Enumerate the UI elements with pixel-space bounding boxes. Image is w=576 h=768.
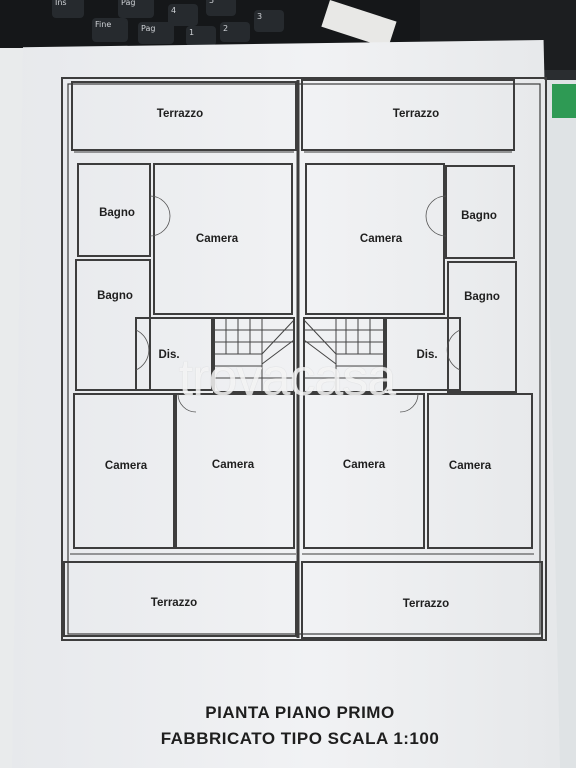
room-label-bath: Bagno <box>99 207 135 219</box>
room-label-terrace: Terrazzo <box>392 108 440 120</box>
watermark-logo: trovacasa <box>178 349 396 407</box>
keyboard-key: 1 <box>186 26 216 46</box>
room-label-terrace: Terrazzo <box>402 598 450 610</box>
keyboard-key: 2 <box>220 22 250 42</box>
green-folder <box>552 84 576 118</box>
room-label-bath: Bagno <box>464 291 500 303</box>
terrace-top-right-outline <box>301 79 515 151</box>
keyboard-key: Pag <box>138 22 174 44</box>
dis-right-outline <box>385 317 461 391</box>
bedroom-bottom-3-outline <box>303 393 425 549</box>
keyboard-key: 4 <box>168 4 198 26</box>
keyboard-key: 5 <box>206 0 236 16</box>
room-label-terrace: Terrazzo <box>150 597 198 609</box>
bath-4-outline <box>447 261 517 393</box>
room-label-bedroom: Camera <box>359 233 403 245</box>
stair-left-outline <box>213 317 295 393</box>
room-label-bedroom: Camera <box>342 459 386 471</box>
room-label-dis: Dis. <box>158 349 180 361</box>
terrace-bottom-left-outline <box>63 561 297 637</box>
keyboard-key: Pag <box>118 0 154 18</box>
bath-3-outline <box>445 165 515 259</box>
room-label-bath: Bagno <box>97 290 133 302</box>
dis-left-outline <box>135 317 213 391</box>
floor-plan-sheet <box>12 40 560 768</box>
keyboard-key: Ins <box>52 0 84 18</box>
room-label-bedroom: Camera <box>211 459 255 471</box>
keyboard-key: 3 <box>254 10 284 32</box>
bedroom-bottom-2-outline <box>175 393 295 549</box>
bedroom-top-right-outline <box>305 163 445 315</box>
stair-right-outline <box>303 317 385 393</box>
bath-1-outline <box>77 163 151 257</box>
plan-subtitle: FABBRICATO TIPO SCALA 1:100 <box>160 729 440 748</box>
outer-wall <box>61 77 547 641</box>
plan-title: PIANTA PIANO PRIMO <box>205 703 395 722</box>
terrace-top-left-outline <box>71 81 297 151</box>
outer-wall-inner <box>67 83 541 635</box>
room-label-bedroom: Camera <box>195 233 239 245</box>
room-label-dis: Dis. <box>416 349 438 361</box>
keyboard-key: Fine <box>92 18 128 42</box>
bedroom-bottom-4-outline <box>427 393 533 549</box>
room-label-terrace: Terrazzo <box>156 108 204 120</box>
bedroom-top-left-outline <box>153 163 293 315</box>
terrace-bottom-right-outline <box>301 561 543 639</box>
room-label-bath: Bagno <box>461 210 497 222</box>
room-label-bedroom: Camera <box>104 460 148 472</box>
bedroom-bottom-1-outline <box>73 393 175 549</box>
room-label-bedroom: Camera <box>448 460 492 472</box>
bath-2-outline <box>75 259 151 391</box>
